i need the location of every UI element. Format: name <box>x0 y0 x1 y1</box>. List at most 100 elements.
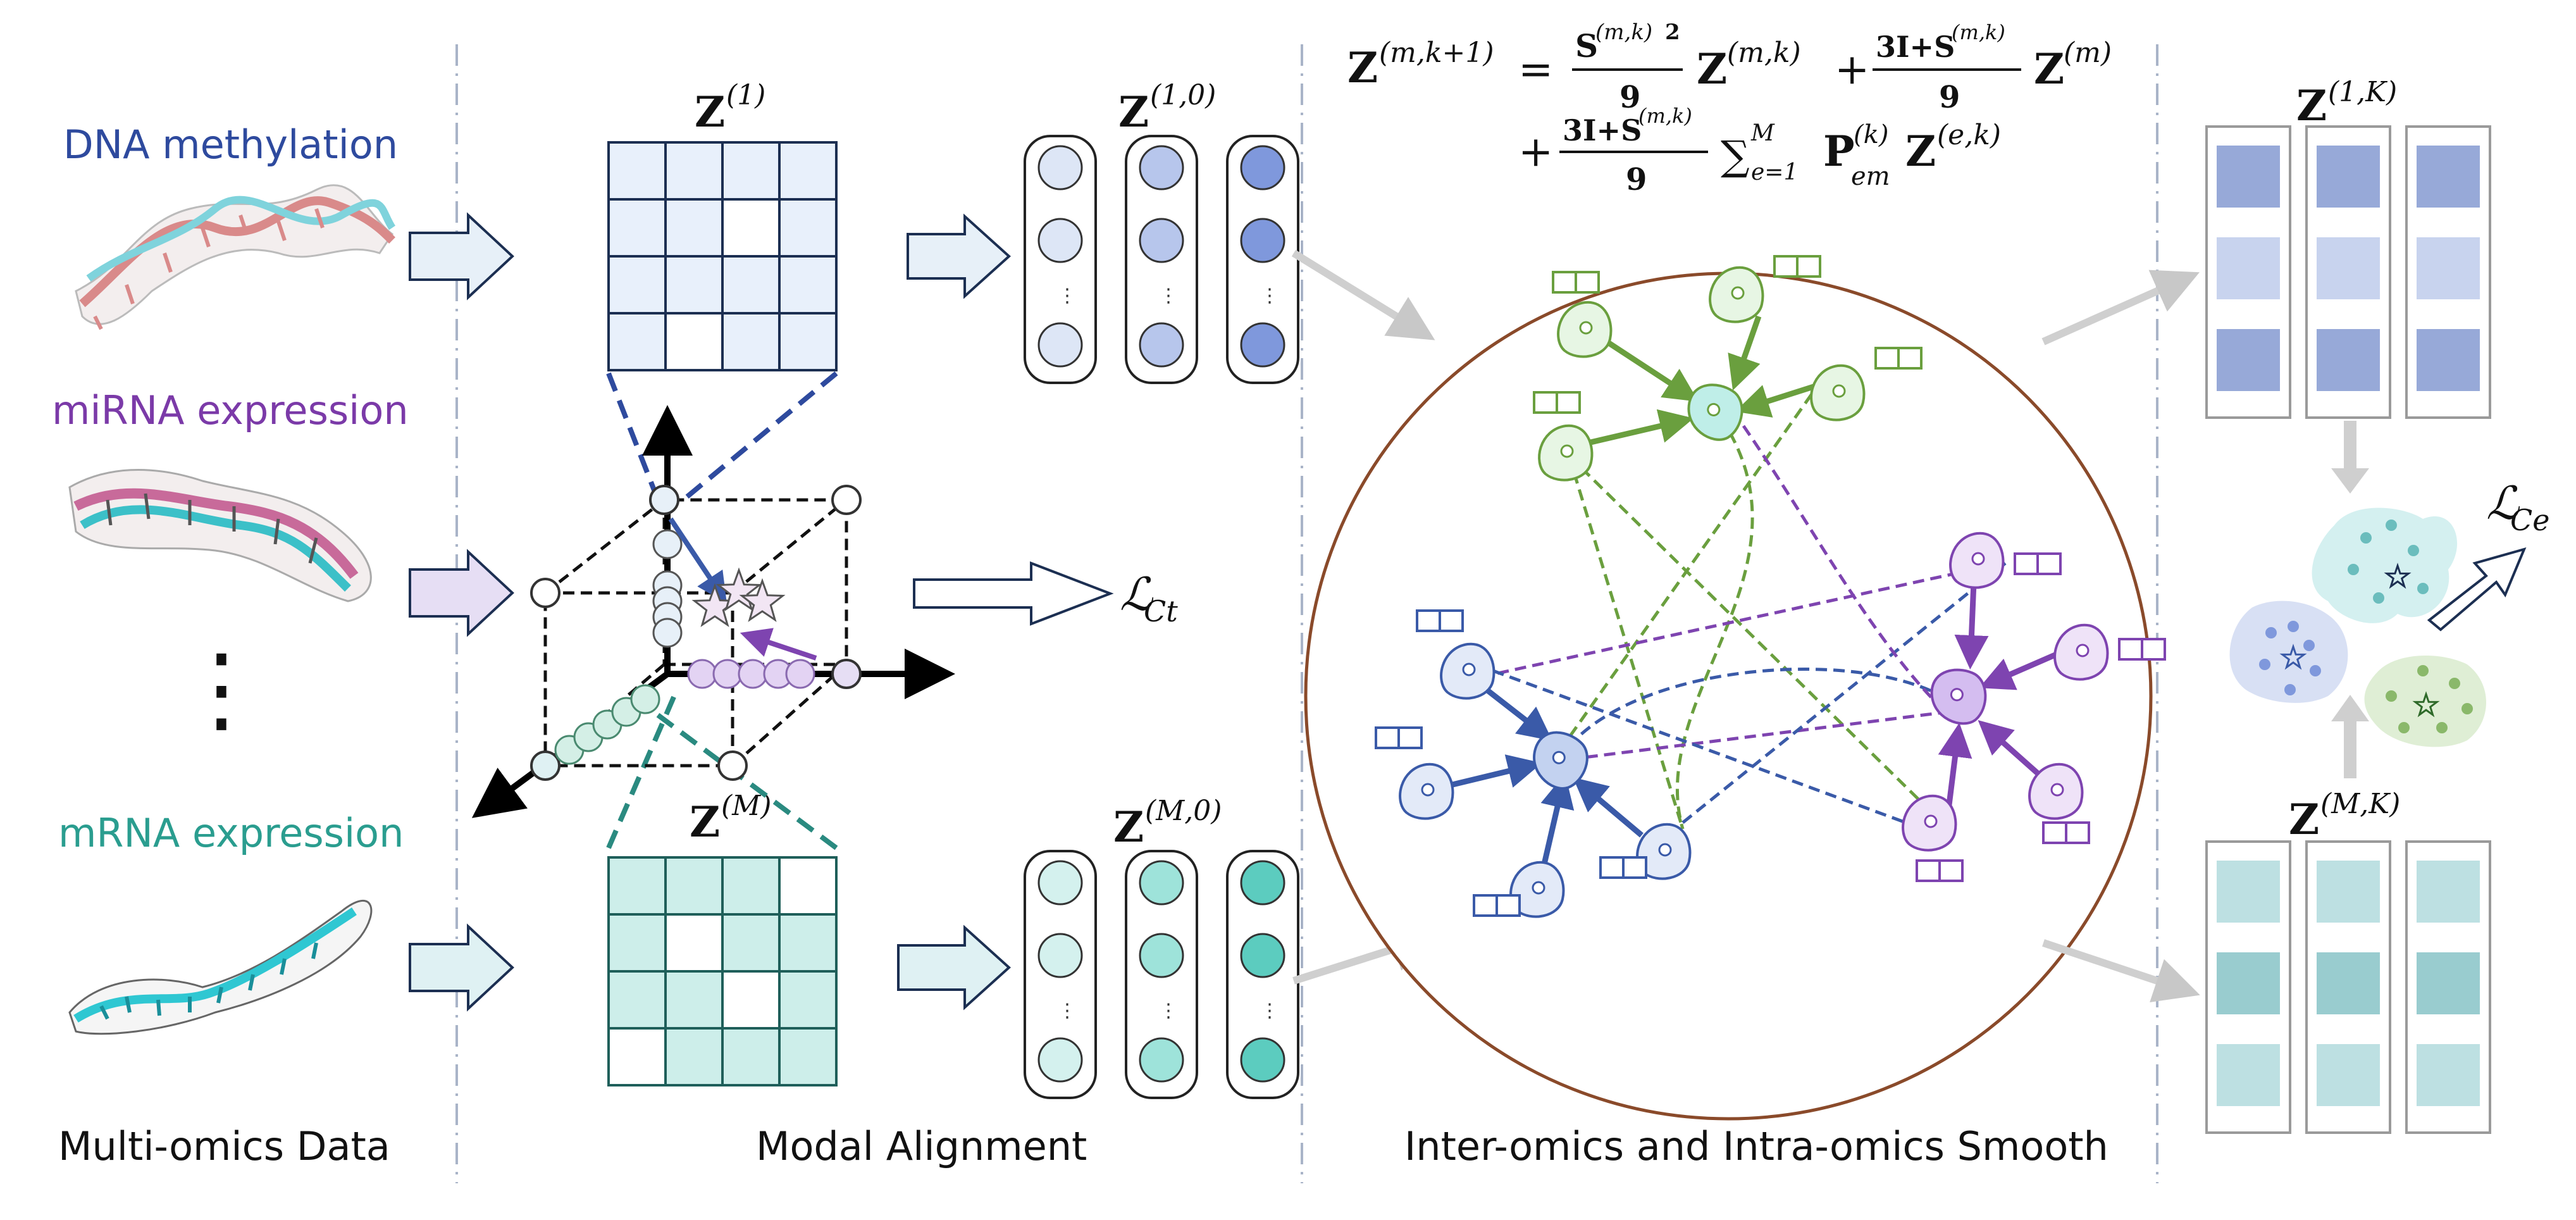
matrix-cell <box>778 970 838 1030</box>
matrix-cell <box>778 255 838 314</box>
cell-nucleus <box>1532 881 1545 895</box>
vector-entry <box>1037 860 1083 906</box>
cell-node <box>1810 347 1923 421</box>
embedding-points-blue <box>652 529 683 648</box>
feature-box <box>2042 821 2090 844</box>
vector-ellipsis: ⋮ <box>1058 1000 1077 1022</box>
projection-lines <box>606 371 838 850</box>
matrix-cell <box>721 970 781 1030</box>
embedding-point <box>785 659 815 689</box>
blue-cell-cluster <box>1375 609 1692 918</box>
vector-entry <box>1139 933 1184 978</box>
cluster-center-star <box>2412 691 2440 718</box>
matrix-cell <box>607 970 667 1030</box>
feature-box <box>1473 894 1521 917</box>
svg-text:+: + <box>1518 127 1553 176</box>
output-cell <box>2317 861 2380 923</box>
cell-nucleus <box>1924 814 1938 828</box>
matrix-cell <box>607 856 667 916</box>
feature-box-cell <box>1495 894 1521 917</box>
zm-label: Z (M) <box>690 790 771 847</box>
cluster-point <box>2436 722 2448 733</box>
cell-node <box>1949 532 2062 589</box>
matrix-cell <box>778 141 838 201</box>
cluster-loss-arrow <box>2427 547 2527 632</box>
svg-text:P: P <box>1823 127 1855 176</box>
output-cell <box>2217 329 2280 391</box>
svg-text:9: 9 <box>1626 162 1647 197</box>
vector-entry <box>1139 322 1184 368</box>
matrix-cell <box>721 255 781 314</box>
feature-box-cell <box>1916 859 1941 882</box>
feature-box <box>2014 552 2062 575</box>
svg-text:(1,K): (1,K) <box>2328 76 2397 108</box>
feature-box <box>1874 347 1923 370</box>
dna-input-arrow <box>409 212 514 301</box>
matrix-cell <box>721 913 781 973</box>
dna-methylation-label: DNA methylation <box>63 121 398 168</box>
svg-text:(k): (k) <box>1854 120 1888 149</box>
intra-edge <box>1540 773 1575 868</box>
intra-edge <box>1485 687 1553 742</box>
vector-ellipsis: ⋮ <box>1260 1000 1279 1022</box>
svg-text:Z: Z <box>1905 127 1936 176</box>
svg-text:em: em <box>1851 162 1890 191</box>
svg-text:Z: Z <box>1347 43 1378 92</box>
vector-entry <box>1037 1037 1083 1083</box>
vector-entry <box>1139 1037 1184 1083</box>
svg-text:(m): (m) <box>2064 37 2112 69</box>
prototype-star <box>715 567 762 612</box>
smoothing-title: Inter-omics and Intra-omics Smooth <box>1404 1123 2108 1169</box>
green-center <box>2412 691 2440 718</box>
matrix-cell <box>664 970 724 1030</box>
cluster-point <box>2360 532 2372 544</box>
cell-nucleus <box>1950 688 1964 702</box>
modal-alignment-title: Modal Alignment <box>756 1123 1087 1169</box>
svg-text:(m,k): (m,k) <box>1727 37 1801 69</box>
prototype-stars <box>691 567 786 628</box>
vector-entry <box>1037 218 1083 263</box>
cluster-point <box>2449 678 2460 689</box>
feature-box-cell <box>1473 894 1498 917</box>
svg-text:(m,k): (m,k) <box>1952 20 2005 44</box>
cluster-point <box>2386 690 2397 702</box>
cell-nucleus <box>1658 843 1672 857</box>
cluster-point <box>2417 665 2429 676</box>
cluster-point <box>2386 520 2397 531</box>
cluster-point <box>2417 583 2429 594</box>
feature-box <box>1416 609 1464 632</box>
cell-nucleus <box>1462 663 1476 676</box>
cell-node <box>1473 861 1565 918</box>
feature-box-cell <box>1622 856 1647 879</box>
cluster-point <box>2310 665 2321 676</box>
cube-vertices <box>530 485 862 781</box>
matrix-cell <box>721 312 781 371</box>
vector-entry <box>1240 322 1285 368</box>
output-cell <box>2217 861 2280 923</box>
vector-entry <box>1240 1037 1285 1083</box>
vector-entry <box>1139 860 1184 906</box>
feature-box-cell <box>2014 552 2039 575</box>
feature-box-cell <box>1599 856 1625 879</box>
contrastive-loss-label: ℒ Ct <box>1120 568 1178 628</box>
zm0-vectors: ⋮⋮⋮ <box>1024 850 1299 1099</box>
feature-box-cell <box>1796 255 1821 278</box>
cluster-center-star <box>2279 644 2307 670</box>
vector-entry <box>1240 860 1285 906</box>
feature-box <box>1599 856 1647 879</box>
vertical-ellipsis: ⋮ <box>174 634 269 744</box>
svg-text:9: 9 <box>1939 80 1960 115</box>
svg-text:(M,0): (M,0) <box>1145 795 1222 827</box>
matrix-cell <box>721 198 781 258</box>
cluster-point <box>2461 703 2473 714</box>
cell-nucleus <box>1971 552 1985 566</box>
teal-center <box>2384 563 2412 589</box>
z1-matrix <box>607 141 838 371</box>
output-cell <box>2217 146 2280 208</box>
svg-text:(m,k+1): (m,k+1) <box>1379 37 1494 69</box>
output-cell <box>2317 1044 2380 1106</box>
cluster-point <box>2398 722 2410 733</box>
intra-edge <box>1735 383 1817 418</box>
svg-text:ℒ: ℒ <box>1120 568 1154 621</box>
feature-box-cell <box>1416 609 1441 632</box>
